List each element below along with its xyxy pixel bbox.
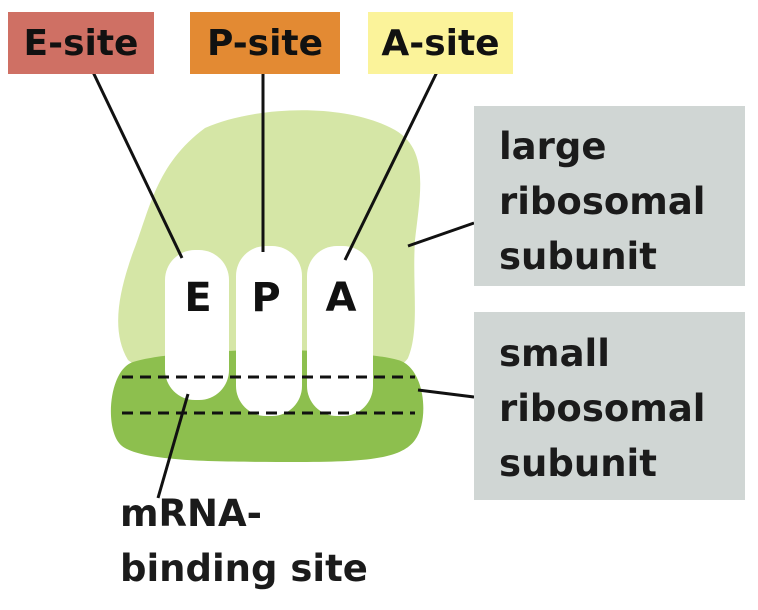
e-site-leader-line [91,71,184,259]
large-subunit-label: large ribosomal subunit [499,119,705,284]
e-site-letter: E [184,275,212,321]
small-subunit-label: small ribosomal subunit [499,326,705,491]
large-subunit-label-line1: large [499,125,607,168]
mrna-leader-line [156,393,190,499]
p-site-tag-label: P-site [206,22,324,64]
small-subunit-label-line1: small [499,332,610,375]
p-site-tag: P-site [190,12,340,74]
a-site-leader-line [343,71,439,261]
mrna-label-line1: mRNA- [120,492,263,535]
large-subunit-leader-line [407,221,475,248]
p-site-letter: P [251,275,281,321]
small-subunit-label-line2: ribosomal [499,387,706,430]
large-subunit-label-line3: subunit [499,235,657,278]
e-site-tag-label: E-site [23,22,139,64]
a-site-tag: A-site [368,12,513,74]
a-site-tag-label: A-site [381,22,500,64]
small-subunit-leader-line [417,388,475,399]
mrna-binding-site-label: mRNA- binding site [120,486,368,596]
large-subunit-label-box: large ribosomal subunit [474,106,745,286]
small-subunit-label-box: small ribosomal subunit [474,312,745,500]
mrna-label-line2: binding site [120,547,368,590]
large-subunit-label-line2: ribosomal [499,180,706,223]
a-site-tunnel [307,246,373,416]
e-site-tag: E-site [8,12,154,74]
p-site-tunnel [236,246,302,416]
small-subunit-label-line3: subunit [499,442,657,485]
a-site-letter: A [325,275,357,321]
e-site-tunnel [165,250,229,400]
